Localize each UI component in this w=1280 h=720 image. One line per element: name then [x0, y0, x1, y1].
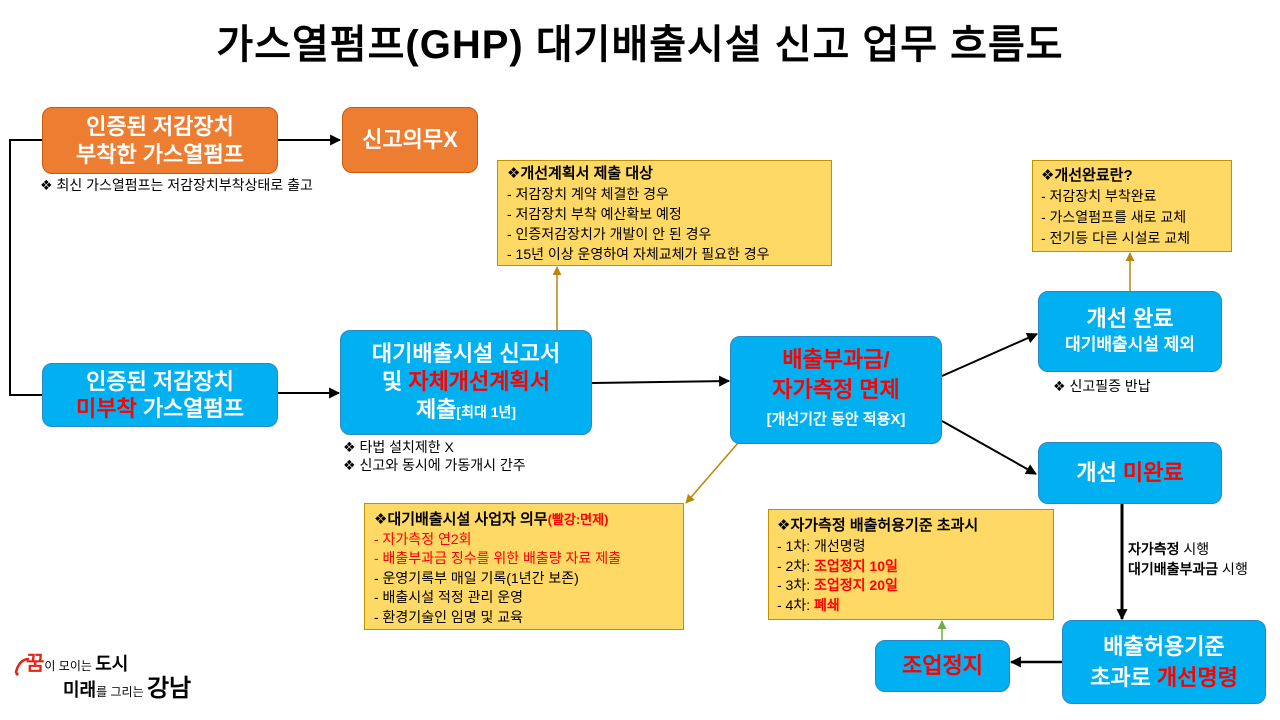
logo-swoosh-icon [14, 657, 30, 676]
list-item: - 환경기술인 임명 및 교육 [374, 608, 524, 625]
node-exemption-line2: 자가측정 면제 [772, 377, 900, 402]
list-item: - 전기등 다른 시설로 교체 [1041, 230, 1191, 246]
node-unattached-ghp-line1: 인증된 저감장치 [86, 369, 234, 394]
edge-label-line2-rest: 시행 [1218, 561, 1248, 577]
node-improvement-order: 배출허용기준 초과로 개선명령 [1062, 620, 1266, 704]
callout-exceedance-penalties: ❖자가측정 배출허용기준 초과시 - 1차: 개선명령 - 2차: 조업정지 1… [768, 509, 1054, 620]
logo-line1-c: 도시 [95, 654, 129, 674]
node-improvement-incomplete: 개선 미완료 [1038, 442, 1222, 504]
edge-label-incomplete-to-order: 자가측정 시행 대기배출부과금 시행 [1128, 539, 1248, 579]
penalty-step: - 2차: [777, 557, 814, 574]
node-report-line2-highlight: 자체개선계획서 [408, 368, 551, 394]
penalty-action: 조업정지 20일 [814, 577, 898, 593]
penalty-action: 조업정지 10일 [814, 557, 898, 574]
logo-line2-a: 미래 [63, 680, 97, 700]
node-unattached-ghp: 인증된 저감장치 미부착 가스열펌프 [42, 363, 278, 427]
node-order-line2-highlight: 개선명령 [1156, 665, 1238, 690]
logo-line2-c: 강남 [146, 675, 192, 702]
page-title: 가스열펌프(GHP) 대기배출시설 신고 업무 흐름도 [216, 23, 1064, 67]
node-no-report-duty: 신고의무X [342, 107, 478, 173]
penalty-step: - 4차: [777, 596, 814, 613]
node-attached-ghp-line2: 부착한 가스열펌프 [75, 141, 245, 167]
list-item: - 2차: 조업정지 10일 [777, 557, 1053, 577]
list-item: - 15년 이상 운영하여 자체교체가 필요한 경우 [507, 246, 770, 262]
node-order-line2: 초과로 개선명령 [1090, 662, 1238, 693]
node-exemption-line3: [개선기간 동안 적용X] [766, 411, 906, 428]
list-item: - 저감장치 계약 체결한 경우 [507, 186, 669, 202]
arrow-exemption-to-complete [941, 332, 1039, 377]
node-exemption: 배출부과금/ 자가측정 면제 [개선기간 동안 적용X] [730, 336, 942, 444]
note-deemed-operation: ❖ 신고와 동시에 가동개시 간주 [343, 457, 526, 473]
logo-line1: 꿈이 모이는 도시 [26, 652, 128, 678]
list-item: - 4차: 폐쇄 [777, 596, 1053, 616]
node-report-line3-small: [최대 1년] [456, 403, 517, 420]
list-item: - 가스열펌프를 새로 교체 [1041, 209, 1187, 225]
note-other-law: ❖ 타법 설치제한 X [343, 439, 454, 455]
connector-ghp-branch [9, 139, 42, 396]
node-unattached-ghp-rest: 가스열펌프 [136, 396, 245, 421]
penalty-action: 폐쇄 [814, 596, 840, 613]
callout-operator-duties-legend: (빨강:면제) [547, 512, 609, 527]
logo-line1-b: 이 모이는 [44, 659, 96, 673]
callout-plan-targets-title: ❖개선계획서 제출 대상 [507, 165, 653, 182]
node-improvement-complete: 개선 완료 대기배출시설 제외 [1038, 291, 1222, 372]
list-item: - 자가측정 연2회 [374, 530, 472, 547]
edge-label-line1: 자가측정 시행 [1128, 539, 1248, 559]
callout-operator-duties-title-row: ❖대기배출시설 사업자 의무(빨강:면제) [374, 510, 683, 530]
node-attached-ghp: 인증된 저감장치 부착한 가스열펌프 [42, 107, 278, 174]
callout-plan-targets: ❖개선계획서 제출 대상 - 저감장치 계약 체결한 경우 - 저감장치 부착 … [497, 160, 832, 266]
node-no-report-duty-label: 신고의무X [362, 127, 458, 152]
logo-line2-b: 를 그리는 [96, 685, 147, 699]
callout-operator-duties-title: ❖대기배출시설 사업자 의무 [374, 511, 548, 528]
logo-line2: 미래를 그리는 강남 [63, 675, 191, 706]
gangnam-logo: 꿈이 모이는 도시 미래를 그리는 강남 [14, 650, 204, 706]
list-item: - 1차: 개선명령 [777, 537, 1053, 557]
list-item: - 배출부과금 징수를 위한 배출량 자료 제출 [374, 550, 621, 566]
note-return-certificate: ❖ 신고필증 반납 [1053, 378, 1151, 394]
node-incomplete-highlight: 미완료 [1122, 460, 1184, 485]
node-order-line1: 배출허용기준 [1103, 634, 1225, 659]
callout-operator-duties: ❖대기배출시설 사업자 의무(빨강:면제) - 자가측정 연2회 - 배출부과금… [364, 503, 684, 630]
node-incomplete-prefix: 개선 [1076, 460, 1123, 485]
arrow-exemption-to-duties [685, 442, 739, 504]
node-complete-line1: 개선 완료 [1086, 305, 1174, 331]
node-report-line3-main: 제출 [415, 396, 457, 422]
node-report-line2: 및 자체개선계획서 [382, 368, 550, 396]
node-attached-ghp-line1: 인증된 저감장치 [86, 113, 234, 139]
arrow-report-to-exemption [591, 375, 731, 387]
penalty-action: 개선명령 [814, 538, 866, 554]
node-exemption-line1: 배출부과금/ [782, 347, 890, 372]
list-item: - 배출시설 적정 관리 운영 [374, 589, 524, 605]
list-item: - 인증저감장치가 개발이 안 된 경우 [507, 226, 712, 242]
penalty-step: - 3차: [777, 577, 814, 593]
node-complete-line2: 대기배출시설 제외 [1065, 334, 1195, 354]
edge-label-line1-bold: 자가측정 [1128, 541, 1180, 557]
callout-completion-definition: ❖개선완료란? - 저감장치 부착완료 - 가스열펌프를 새로 교체 - 전기등… [1032, 160, 1232, 252]
list-item: - 운영기록부 매일 기록(1년간 보존) [374, 569, 579, 586]
node-unattached-ghp-line2: 미부착 가스열펌프 [76, 395, 244, 422]
penalty-step: - 1차: [777, 538, 814, 554]
node-incomplete-label: 개선 미완료 [1076, 459, 1183, 487]
list-item: - 저감장치 부착 예산확보 예정 [507, 206, 682, 222]
node-suspension-label: 조업정지 [902, 653, 983, 678]
list-item: - 3차: 조업정지 20일 [777, 576, 1053, 596]
node-order-line2-prefix: 초과로 [1090, 665, 1157, 690]
edge-label-line1-rest: 시행 [1179, 541, 1210, 557]
callout-completion-definition-title: ❖개선완료란? [1041, 167, 1133, 184]
edge-label-line2-bold: 대기배출부과금 [1128, 561, 1219, 577]
node-report-line2-prefix: 및 [381, 368, 409, 394]
node-operation-suspension: 조업정지 [875, 640, 1010, 692]
note-latest-ghp: ❖ 최신 가스열펌프는 저감장치부착상태로 출고 [40, 177, 313, 193]
node-report-line3: 제출[최대 1년] [416, 396, 516, 426]
node-unattached-ghp-highlight: 미부착 [75, 396, 137, 421]
edge-label-line2: 대기배출부과금 시행 [1128, 559, 1248, 579]
node-report-line1: 대기배출시설 신고서 [371, 340, 561, 366]
logo-line1-a: 꿈 [26, 653, 45, 675]
list-item: - 저감장치 부착완료 [1041, 188, 1157, 204]
node-report-submission: 대기배출시설 신고서 및 자체개선계획서 제출[최대 1년] [340, 330, 592, 435]
callout-exceedance-title: ❖자가측정 배출허용기준 초과시 [777, 517, 979, 534]
arrow-exemption-to-incomplete [941, 420, 1037, 475]
